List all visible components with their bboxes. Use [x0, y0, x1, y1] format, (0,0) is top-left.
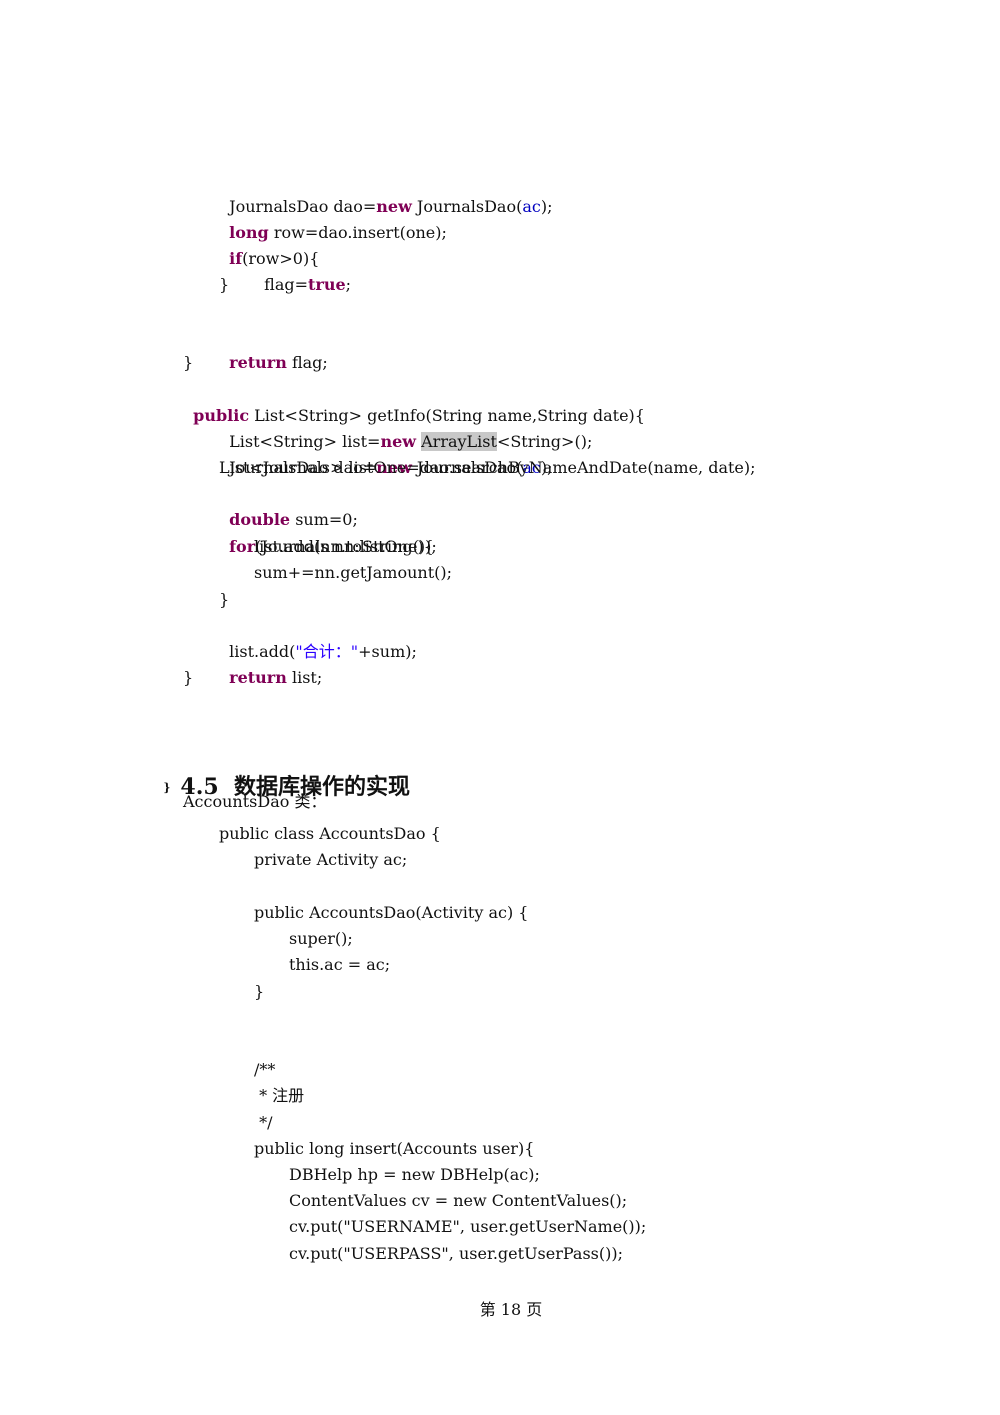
code-text: list;: [286, 668, 323, 687]
code-line: cv.put("USERPASS", user.getUserPass());: [289, 1244, 623, 1263]
code-line: if(row>0){: [219, 220, 319, 272]
code-line: return list;: [219, 639, 322, 691]
code-line: public class AccountsDao {: [219, 824, 441, 843]
code-text: );: [540, 197, 553, 216]
code-text: List<String> list=: [229, 432, 381, 451]
heading-bullet: }: [163, 781, 171, 794]
class-label: AccountsDao 类：: [183, 792, 327, 811]
code-line: this.ac = ac;: [289, 955, 391, 974]
code-line: JournalsDao dao=new JournalsDao(ac);: [219, 168, 552, 220]
string-literal: "合计：": [295, 642, 359, 661]
code-line: private Activity ac;: [254, 850, 408, 869]
code-line: }: [219, 590, 230, 609]
code-text: );: [540, 458, 553, 477]
code-text: <String>();: [496, 432, 593, 451]
code-line: return flag;: [219, 324, 328, 376]
field-ref: ac: [522, 458, 541, 477]
code-text: row=dao.insert(one);: [268, 223, 447, 242]
code-line: flag=true;: [254, 246, 351, 298]
code-line: list.add("合计："+sum);: [219, 613, 417, 665]
code-line: for(Journals nn:listOne){: [219, 508, 434, 560]
keyword: public: [193, 406, 250, 425]
code-line: JournalsDao dao=new JournalsDao(ac);: [219, 429, 552, 481]
code-line: super();: [289, 929, 353, 948]
code-line: List<Journals> listOne=dao.searchByNameA…: [219, 458, 756, 477]
code-line: ContentValues cv = new ContentValues();: [289, 1191, 628, 1210]
code-line: long row=dao.insert(one);: [219, 194, 447, 246]
code-text: +sum);: [358, 642, 417, 661]
page-number: 第 18 页: [479, 1300, 543, 1319]
keyword: long: [229, 223, 269, 242]
keyword: new: [376, 458, 412, 477]
code-line: }: [183, 353, 194, 372]
keyword: return: [229, 353, 287, 372]
code-line: public long insert(Accounts user){: [254, 1139, 535, 1158]
code-text: JournalsDao dao=: [229, 197, 377, 216]
code-text: JournalsDao dao=: [229, 458, 377, 477]
code-text: List<String> getInfo(String name,String …: [249, 406, 645, 425]
section-number: 4.5: [180, 774, 219, 800]
code-line: }: [219, 275, 230, 294]
field-ref: ac: [522, 197, 541, 216]
keyword: new: [376, 197, 412, 216]
code-line: public AccountsDao(Activity ac) {: [254, 903, 529, 922]
keyword: new: [380, 432, 417, 451]
code-line: public List<String> getInfo(String name,…: [183, 377, 645, 429]
code-line: cv.put("USERNAME", user.getUserName());: [289, 1217, 647, 1236]
code-line: list.add(nn.toString());: [254, 537, 437, 556]
code-text: (row>0){: [242, 249, 320, 268]
code-line: */: [254, 1113, 273, 1132]
keyword: double: [229, 510, 291, 529]
code-text: ;: [345, 275, 352, 294]
code-line: * 注册: [254, 1086, 305, 1105]
code-line: List<String> list=new ArrayList<String>(…: [219, 403, 592, 455]
code-text: (Journals nn:listOne){: [255, 537, 434, 556]
keyword: if: [229, 249, 243, 268]
code-line: DBHelp hp = new DBHelp(ac);: [289, 1165, 540, 1184]
code-text: JournalsDao(: [411, 458, 523, 477]
highlighted-text: ArrayList: [421, 432, 497, 451]
code-line: /**: [254, 1060, 276, 1079]
keyword: return: [229, 668, 287, 687]
code-line: }: [183, 668, 194, 687]
code-text: list.add(: [229, 642, 296, 661]
keyword: true: [308, 275, 346, 294]
keyword: for: [229, 537, 256, 556]
code-text: sum=0;: [290, 510, 358, 529]
section-title: 数据库操作的实现: [234, 774, 411, 800]
code-text: flag=: [264, 275, 309, 294]
code-line: sum+=nn.getJamount();: [254, 563, 453, 582]
code-text: flag;: [286, 353, 328, 372]
section-heading: } 4.5 数据库操作的实现: [148, 733, 410, 806]
code-line: }: [254, 982, 265, 1001]
code-line: double sum=0;: [219, 481, 358, 533]
code-text: JournalsDao(: [411, 197, 523, 216]
